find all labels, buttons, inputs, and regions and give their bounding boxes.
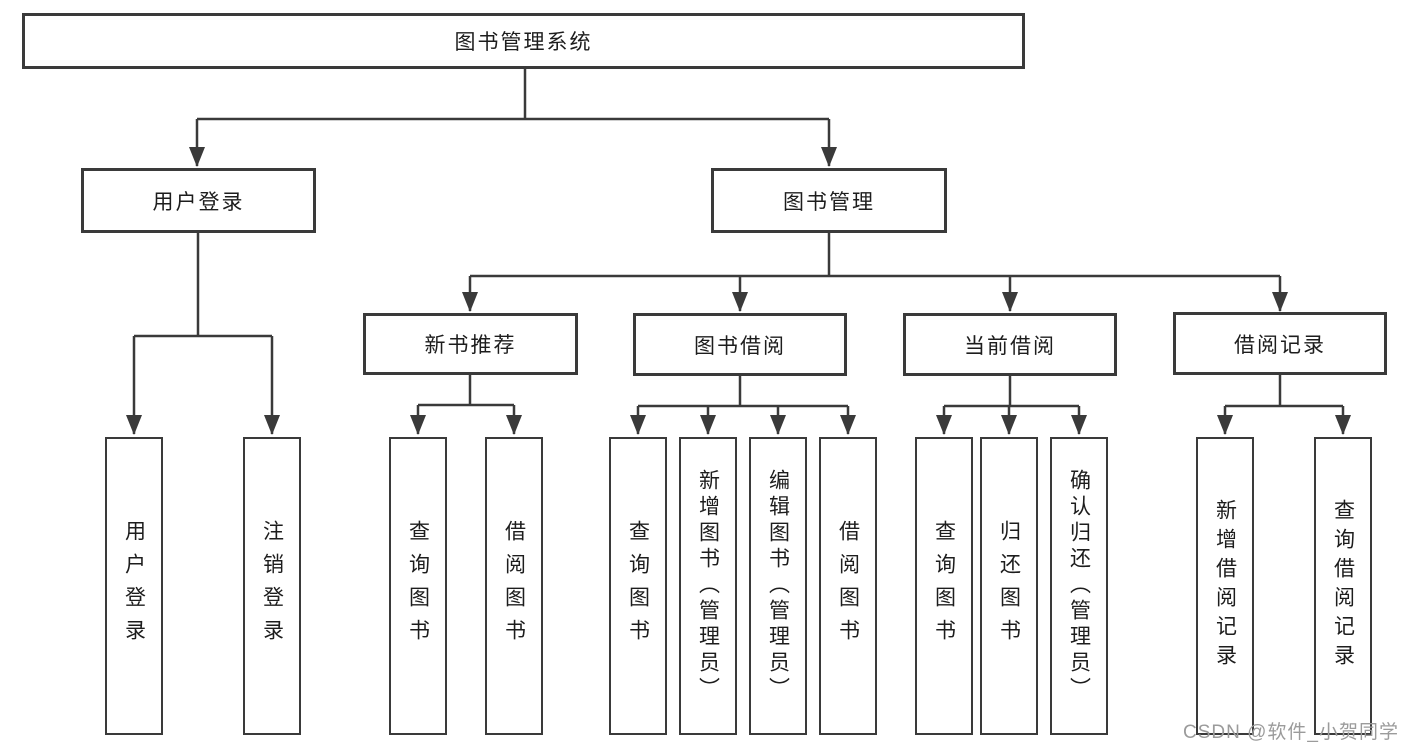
node-new-book-recommend: 新书推荐 xyxy=(363,313,578,375)
node-current-borrowing: 当前借阅 xyxy=(903,313,1117,376)
leaf-borrow-books: 借阅图书 xyxy=(819,437,877,735)
edge-new-book-recommend-to-leaves xyxy=(410,375,522,435)
edge-user-login-to-leaves xyxy=(126,233,280,435)
leaf-query-borrow-record: 查询借阅记录 xyxy=(1314,437,1372,735)
node-book-borrowing-label: 图书借阅 xyxy=(694,334,786,358)
leaf-query-books-recommend: 查询图书 xyxy=(389,437,447,735)
leaf-logout: 注销登录 xyxy=(243,437,301,735)
leaf-query-borrow-record-label: 查询借阅记录 xyxy=(1331,499,1355,673)
leaf-edit-books-admin-label: 编辑图书（管理员） xyxy=(766,469,790,703)
node-user-login-label: 用户登录 xyxy=(152,190,245,214)
leaf-user-login: 用户登录 xyxy=(105,437,163,735)
node-user-login: 用户登录 xyxy=(81,168,316,233)
node-root-library-management-system: 图书管理系统 xyxy=(22,13,1025,69)
leaf-logout-label: 注销登录 xyxy=(260,520,284,652)
node-current-borrowing-label: 当前借阅 xyxy=(964,334,1056,358)
leaf-query-books-borrowing-label: 查询图书 xyxy=(626,520,650,652)
leaf-add-borrow-record-label: 新增借阅记录 xyxy=(1213,499,1237,673)
csdn-watermark: CSDN @软件_小贺同学 xyxy=(1183,722,1399,743)
leaf-return-books-label: 归还图书 xyxy=(997,520,1021,652)
leaf-borrow-books-recommend-label: 借阅图书 xyxy=(502,520,526,652)
edge-book-borrowing-to-leaves xyxy=(630,376,856,435)
leaf-add-books-admin-label: 新增图书（管理员） xyxy=(696,469,720,703)
node-book-borrowing: 图书借阅 xyxy=(633,313,847,376)
leaf-confirm-return-admin-label: 确认归还（管理员） xyxy=(1067,469,1091,703)
edge-borrowing-records-to-leaves xyxy=(1217,375,1351,435)
leaf-edit-books-admin: 编辑图书（管理员） xyxy=(749,437,807,735)
node-new-book-recommend-label: 新书推荐 xyxy=(424,334,517,357)
leaf-query-books-recommend-label: 查询图书 xyxy=(406,520,430,652)
leaf-query-books-current: 查询图书 xyxy=(915,437,973,735)
edge-current-borrowing-to-leaves xyxy=(936,376,1087,435)
edge-root-to-level2 xyxy=(189,69,837,167)
node-book-management-label: 图书管理 xyxy=(783,190,875,214)
leaf-confirm-return-admin: 确认归还（管理员） xyxy=(1050,437,1108,735)
leaf-add-books-admin: 新增图书（管理员） xyxy=(679,437,737,735)
node-root-label: 图书管理系统 xyxy=(454,31,593,54)
leaf-borrow-books-label: 借阅图书 xyxy=(836,520,860,652)
edge-book-management-to-level3 xyxy=(462,233,1288,312)
node-book-management: 图书管理 xyxy=(711,168,947,233)
leaf-borrow-books-recommend: 借阅图书 xyxy=(485,437,543,735)
node-borrowing-records: 借阅记录 xyxy=(1173,312,1387,375)
node-borrowing-records-label: 借阅记录 xyxy=(1234,333,1326,357)
leaf-add-borrow-record: 新增借阅记录 xyxy=(1196,437,1254,735)
leaf-return-books: 归还图书 xyxy=(980,437,1038,735)
leaf-user-login-label: 用户登录 xyxy=(122,520,146,652)
leaf-query-books-borrowing: 查询图书 xyxy=(609,437,667,735)
leaf-query-books-current-label: 查询图书 xyxy=(932,520,956,652)
